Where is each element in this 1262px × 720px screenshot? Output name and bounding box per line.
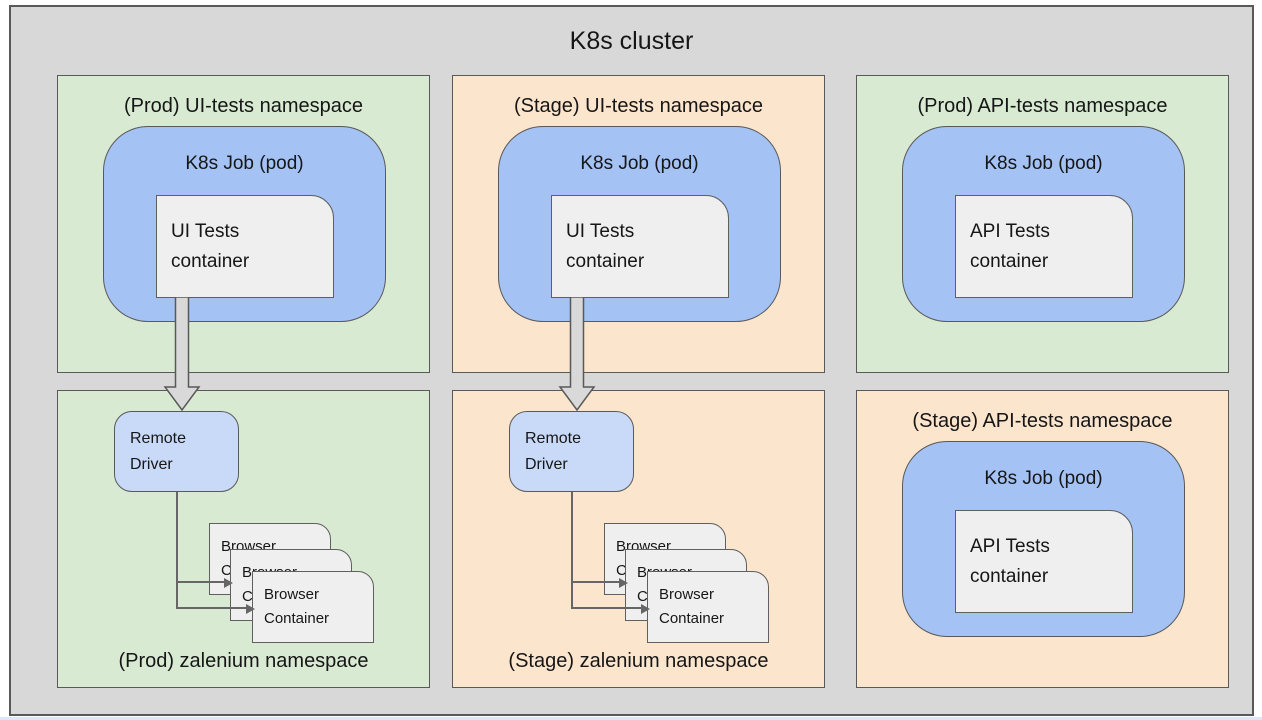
namespace-label: (Prod) zalenium namespace: [118, 650, 369, 672]
k8s-job-label: K8s Job (pod): [185, 153, 304, 174]
api-tests-container: API Tests container: [955, 510, 1133, 613]
namespace-label: (Stage) API-tests namespace: [912, 410, 1173, 432]
k8s-job-pod: K8s Job (pod) API Tests container: [902, 441, 1185, 637]
connector-arrowhead-icon: [224, 577, 233, 588]
namespace-label: (Stage) zalenium namespace: [508, 650, 769, 672]
namespace-label: (Stage) UI-tests namespace: [514, 95, 763, 117]
driver-connector-branch: [176, 581, 226, 583]
namespace-stage-zalenium: Remote Driver Browser Container Browser …: [452, 390, 825, 688]
job-to-driver-arrow-icon: [163, 297, 201, 411]
namespace-prod-zalenium: Remote Driver Browser Container Browser …: [57, 390, 430, 688]
k8s-cluster-boundary: K8s cluster (Prod) UI-tests namespace K8…: [9, 5, 1254, 716]
namespace-stage-api-tests: (Stage) API-tests namespace K8s Job (pod…: [856, 390, 1229, 688]
browser-container-front: Browser Container: [647, 571, 769, 643]
ui-tests-container: UI Tests container: [156, 195, 334, 298]
k8s-job-pod: K8s Job (pod) UI Tests container: [498, 126, 781, 322]
namespace-label: (Prod) UI-tests namespace: [124, 95, 363, 117]
browser-container-front: Browser Container: [252, 571, 374, 643]
k8s-job-label: K8s Job (pod): [580, 153, 699, 174]
k8s-job-label: K8s Job (pod): [984, 468, 1103, 489]
driver-connector-line: [176, 492, 178, 609]
driver-connector-branch: [571, 581, 621, 583]
namespace-label: (Prod) API-tests namespace: [917, 95, 1168, 117]
api-tests-container: API Tests container: [955, 195, 1133, 298]
namespace-prod-api-tests: (Prod) API-tests namespace K8s Job (pod)…: [856, 75, 1229, 373]
remote-driver-box: Remote Driver: [509, 411, 634, 492]
namespace-stage-ui-tests: (Stage) UI-tests namespace K8s Job (pod)…: [452, 75, 825, 373]
window-bottom-edge: [0, 717, 1262, 720]
connector-arrowhead-icon: [246, 603, 255, 614]
cluster-title: K8s cluster: [569, 27, 694, 55]
driver-connector-line: [571, 492, 573, 609]
remote-driver-box: Remote Driver: [114, 411, 239, 492]
k8s-job-pod: K8s Job (pod) API Tests container: [902, 126, 1185, 322]
connector-arrowhead-icon: [619, 577, 628, 588]
job-to-driver-arrow-icon: [558, 297, 596, 411]
connector-arrowhead-icon: [641, 603, 650, 614]
driver-connector-branch: [176, 607, 248, 609]
k8s-job-label: K8s Job (pod): [984, 153, 1103, 174]
namespace-prod-ui-tests: (Prod) UI-tests namespace K8s Job (pod) …: [57, 75, 430, 373]
driver-connector-branch: [571, 607, 643, 609]
ui-tests-container: UI Tests container: [551, 195, 729, 298]
k8s-job-pod: K8s Job (pod) UI Tests container: [103, 126, 386, 322]
